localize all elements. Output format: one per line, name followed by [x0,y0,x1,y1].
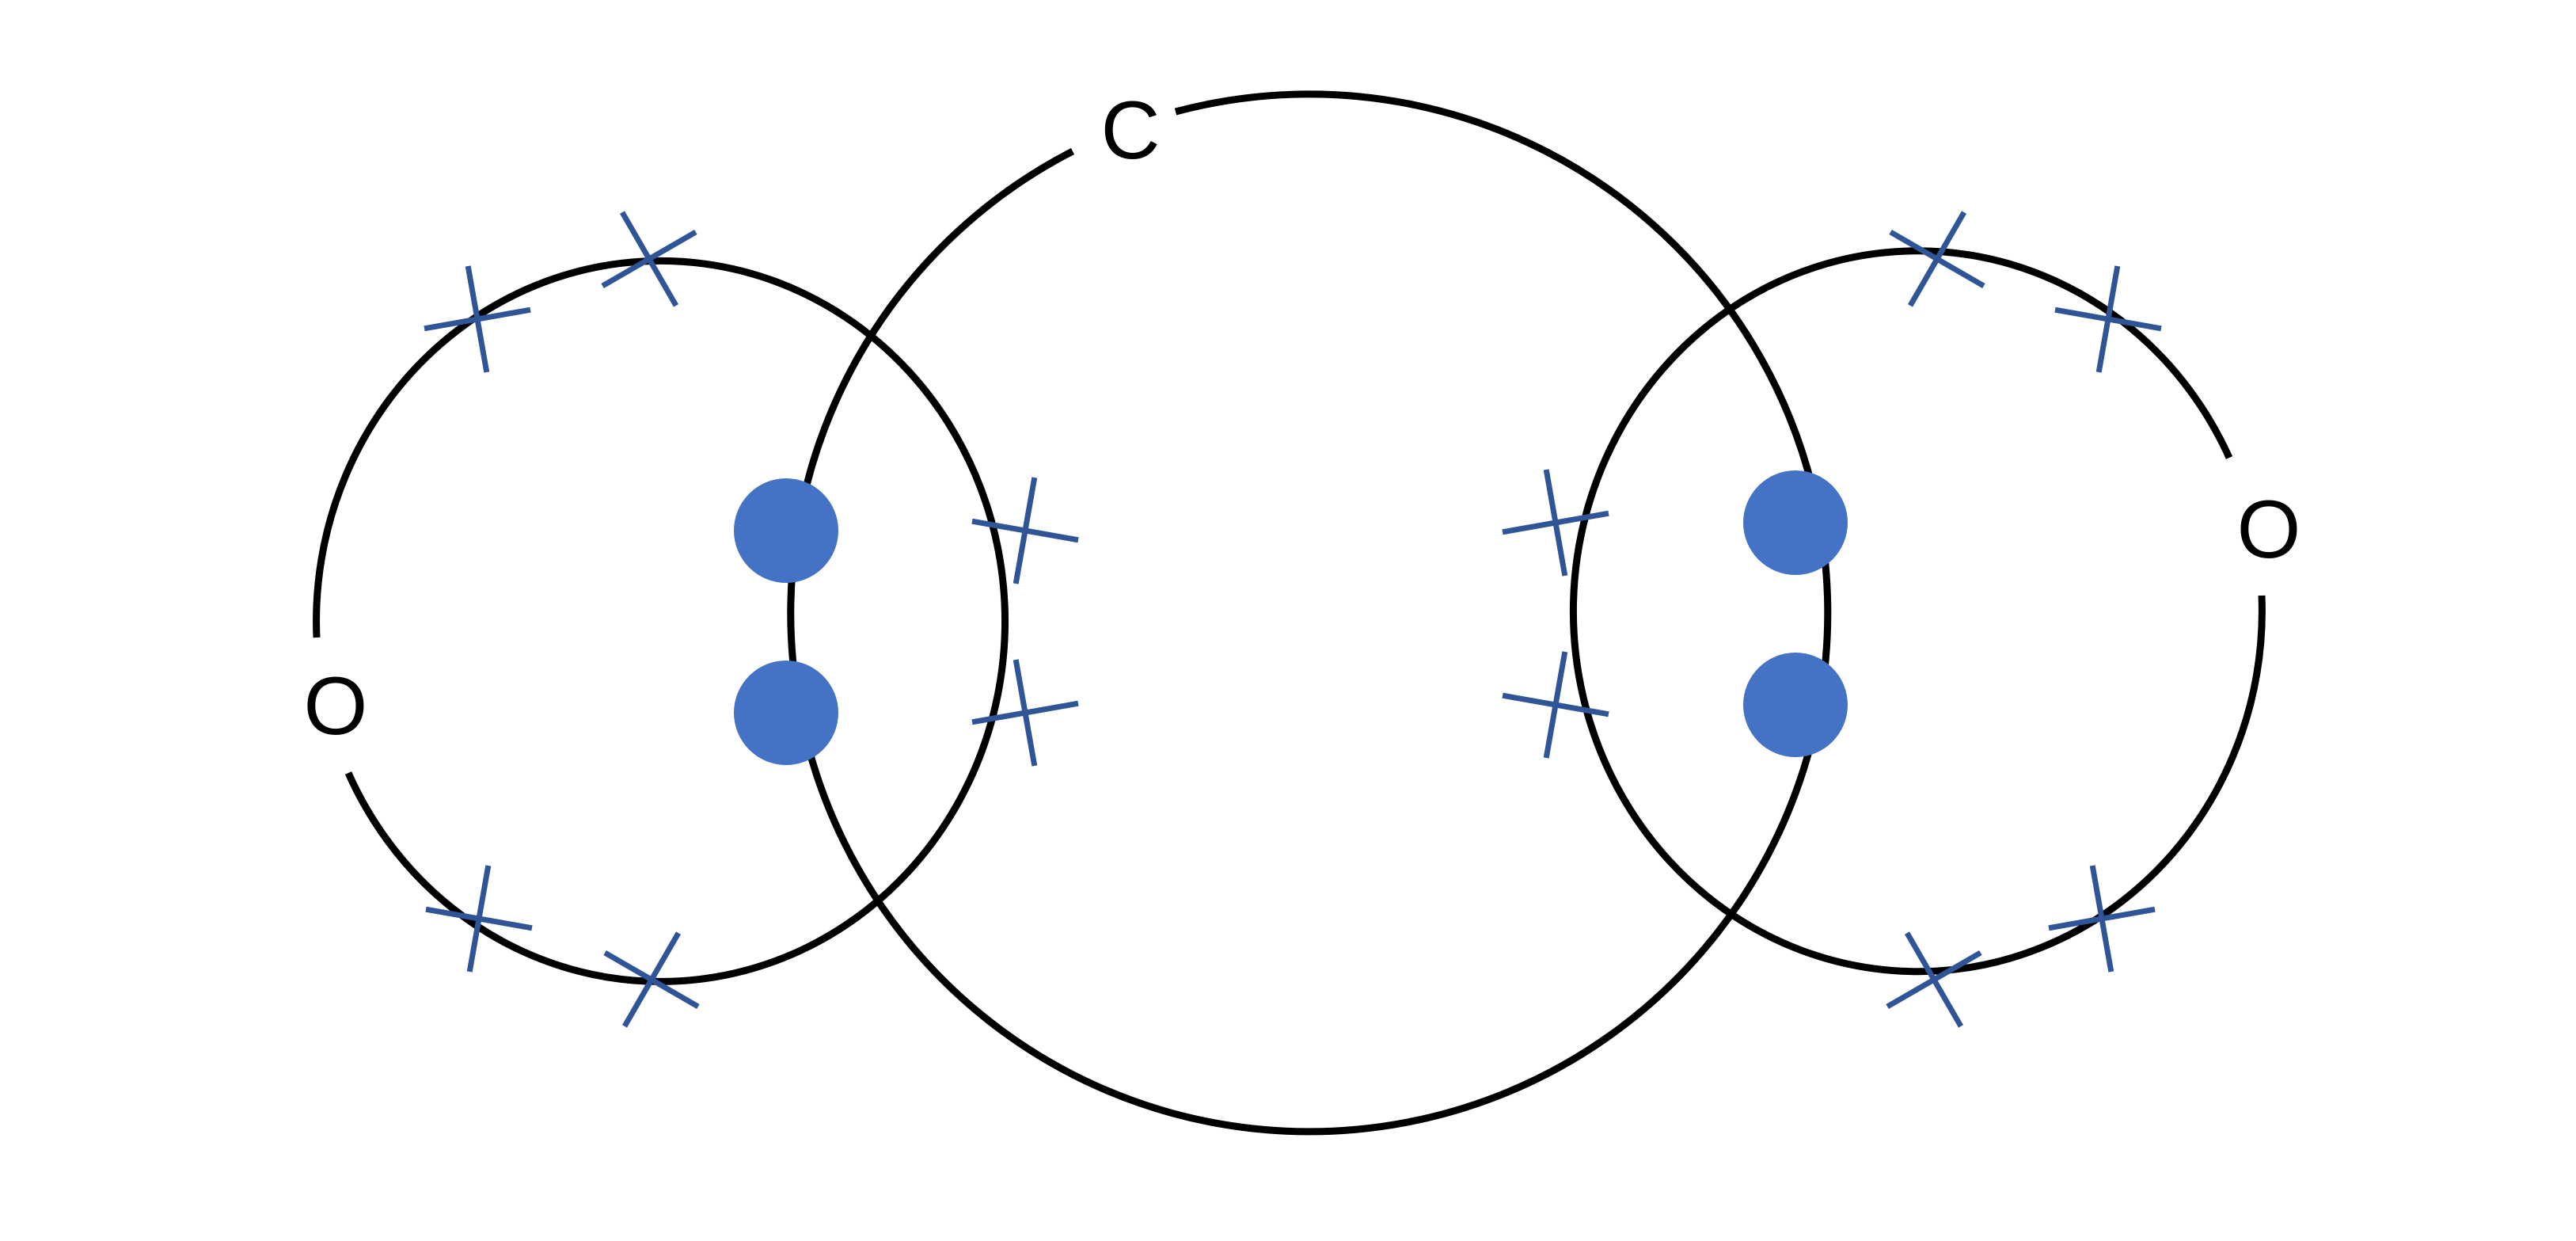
oxygen-left-shell [313,257,1009,985]
atom-label-oxygen-right: O [2237,484,2301,576]
carbon-electrons [734,470,1848,765]
atom-label-oxygen-left: O [304,660,368,752]
atom-label-carbon: C [1100,85,1160,177]
oxygen-electron-cross [1886,931,1982,1028]
oxygen-electron-cross [424,265,531,373]
oxygen-electron-cross [1502,469,1609,577]
carbon-electron-dot [1743,653,1848,757]
oxygen-electrons [424,211,2162,1028]
oxygen-electron-cross [601,211,697,307]
carbon-electron-dot [734,478,838,583]
carbon-shell [787,90,1832,1136]
oxygen-electron-cross [2048,865,2156,973]
oxygen-electron-cross [971,659,1079,767]
carbon-electron-dot [1743,470,1848,575]
atom-labels: C O O [304,85,2301,752]
oxygen-electron-cross [1502,651,1609,759]
oxygen-electron-cross [1889,211,1985,307]
oxygen-electron-cross [425,865,533,973]
oxygen-electron-cross [971,477,1079,584]
oxygen-electron-cross [603,931,700,1028]
carbon-electron-dot [734,660,838,765]
oxygen-electron-cross [2054,265,2162,373]
shells [313,90,2266,1136]
oxygen-right-shell [1569,247,2266,976]
